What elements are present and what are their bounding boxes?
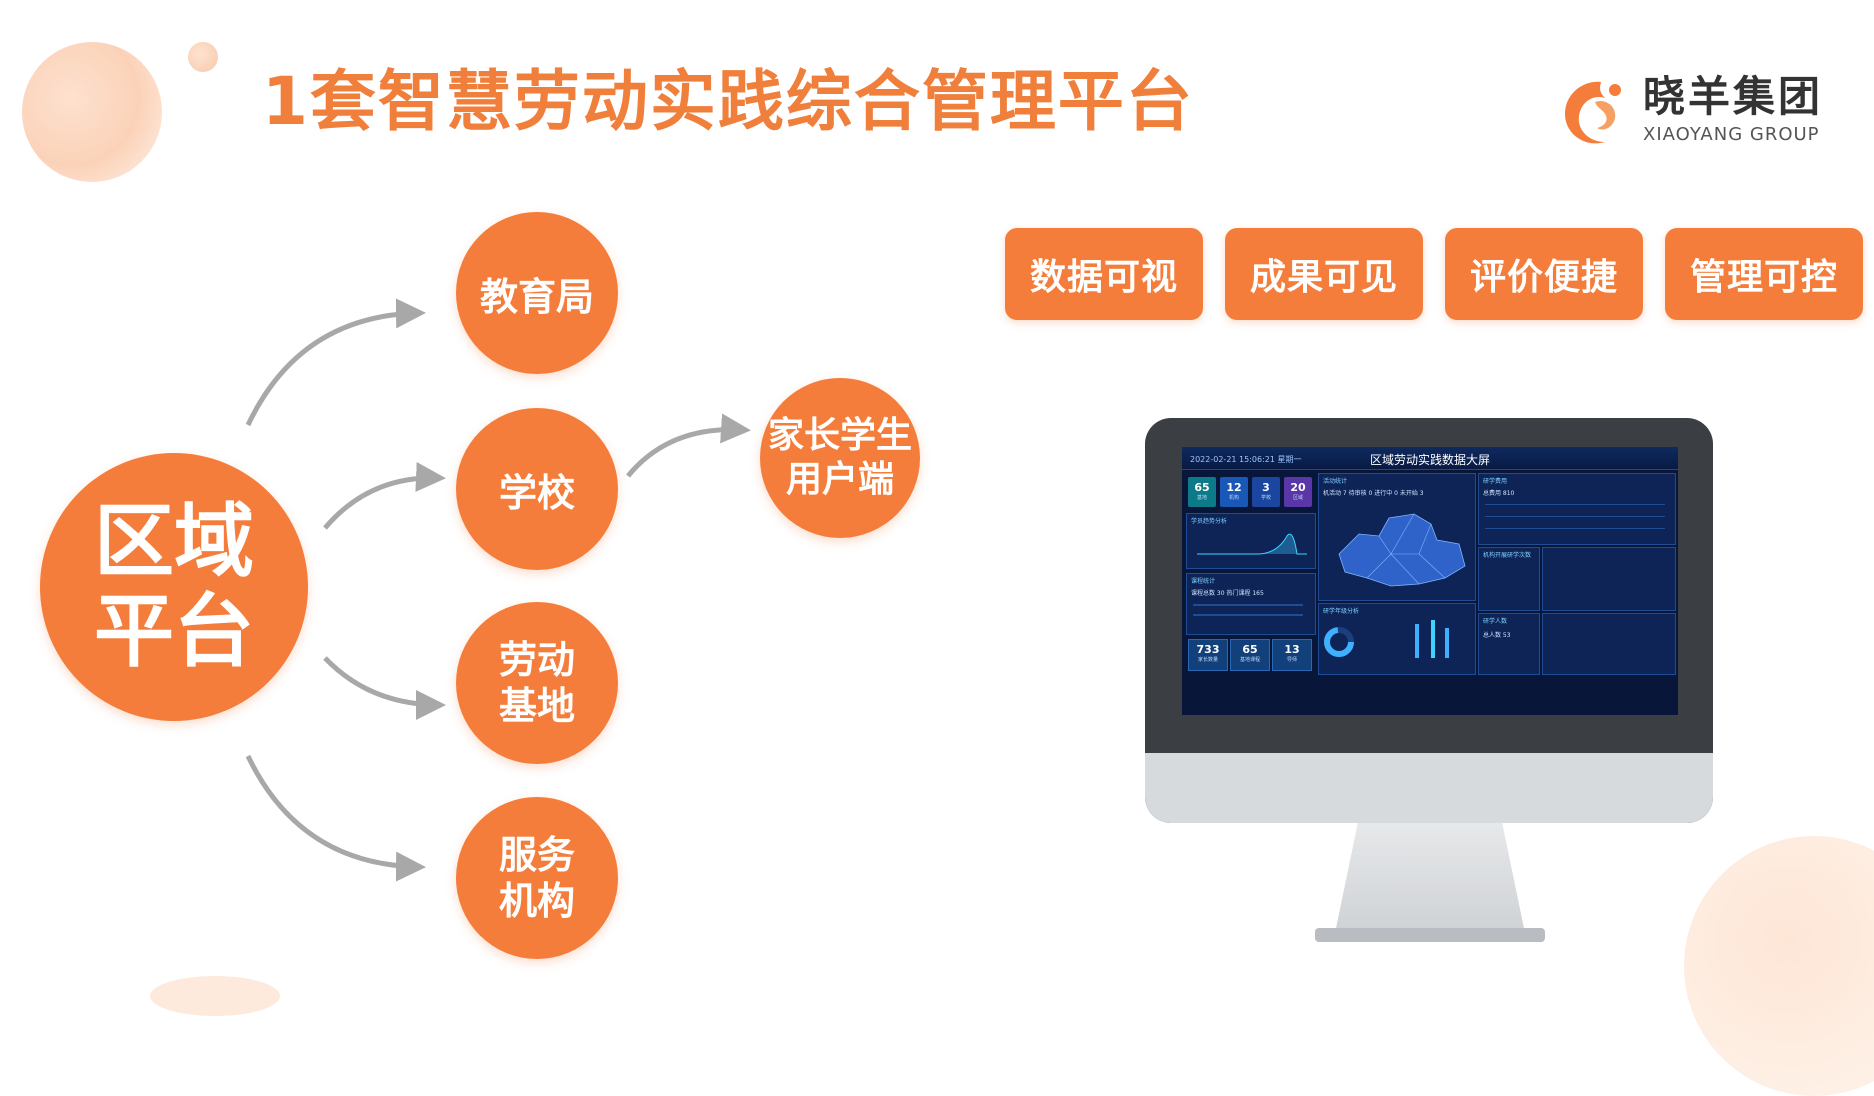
expense-panel: 研学费用 总费用 810 xyxy=(1478,473,1676,545)
arrow-to-school xyxy=(323,461,446,530)
feature-tag-results-visible: 成果可见 xyxy=(1225,228,1423,320)
service-agency-node: 服务机构 xyxy=(456,797,618,959)
arrow-to-service xyxy=(245,754,426,882)
feature-tag-easy-evaluation: 评价便捷 xyxy=(1445,228,1643,320)
logo-english-name: XIAOYANG GROUP xyxy=(1643,124,1820,145)
arrow-to-base xyxy=(323,656,446,720)
ranking-list-panel-2 xyxy=(1542,613,1676,675)
monitor-base xyxy=(1315,928,1545,942)
arrow-to-bureau xyxy=(245,298,426,427)
grade-panel: 研学年级分析 xyxy=(1318,603,1476,675)
labor-base-node: 劳动基地 xyxy=(456,602,618,764)
people-total: 总人数 53 xyxy=(1483,632,1511,639)
people-panel: 研学人数 总人数 53 xyxy=(1478,613,1540,675)
logo-swirl-icon xyxy=(1565,81,1621,144)
decorative-circle-small xyxy=(188,42,218,72)
school-node: 学校 xyxy=(456,408,618,570)
dashboard-title: 区域劳动实践数据大屏 xyxy=(1369,453,1490,467)
region-platform-node: 区域平台 xyxy=(40,453,308,721)
monitor-stand xyxy=(1335,823,1525,933)
feature-tag-manageable: 管理可控 xyxy=(1665,228,1863,320)
page-title: 1套智慧劳动实践综合管理平台 xyxy=(262,63,1194,140)
ranking-list-panel xyxy=(1542,547,1676,611)
dashboard-datetime: 2022-02-21 15:06:21 星期一 xyxy=(1190,455,1302,464)
dashboard-header: 区域劳动实践数据大屏 2022-02-21 15:06:21 星期一 xyxy=(1182,447,1678,470)
arrow-to-parent xyxy=(626,413,751,478)
feature-tags: 数据可视 成果可见 评价便捷 管理可控 xyxy=(1005,228,1865,322)
feature-tag-data-visual: 数据可视 xyxy=(1005,228,1203,320)
course-stats-row: 课程总数 30 热门课程 165 xyxy=(1191,590,1264,597)
parent-student-client-node: 家长学生用户端 xyxy=(760,378,920,538)
decorative-circle-large xyxy=(22,42,162,182)
base-ranking-panel: 机构开展研学次数 xyxy=(1478,547,1540,611)
activity-stats-row: 机活动 7 待审核 0 进行中 0 未开始 3 xyxy=(1323,490,1424,497)
diagram-arrows xyxy=(245,298,751,882)
course-panel: 课程统计 课程总数 30 热门课程 165 xyxy=(1186,573,1316,635)
monitor-chin xyxy=(1145,753,1713,823)
company-logo: 晓羊集团 XIAOYANG GROUP xyxy=(1555,72,1855,152)
trend-panel: 学员趋势分析 xyxy=(1186,513,1316,569)
activity-map-panel: 活动统计 机活动 7 待审核 0 进行中 0 未开始 3 xyxy=(1318,473,1476,601)
region-map xyxy=(1338,513,1466,587)
trend-sparkline xyxy=(1197,533,1307,555)
grade-donut-chart xyxy=(1324,620,1449,658)
education-bureau-node: 教育局 xyxy=(456,212,618,374)
logo-chinese-name: 晓羊集团 xyxy=(1643,72,1824,121)
expense-total: 总费用 810 xyxy=(1483,490,1515,497)
